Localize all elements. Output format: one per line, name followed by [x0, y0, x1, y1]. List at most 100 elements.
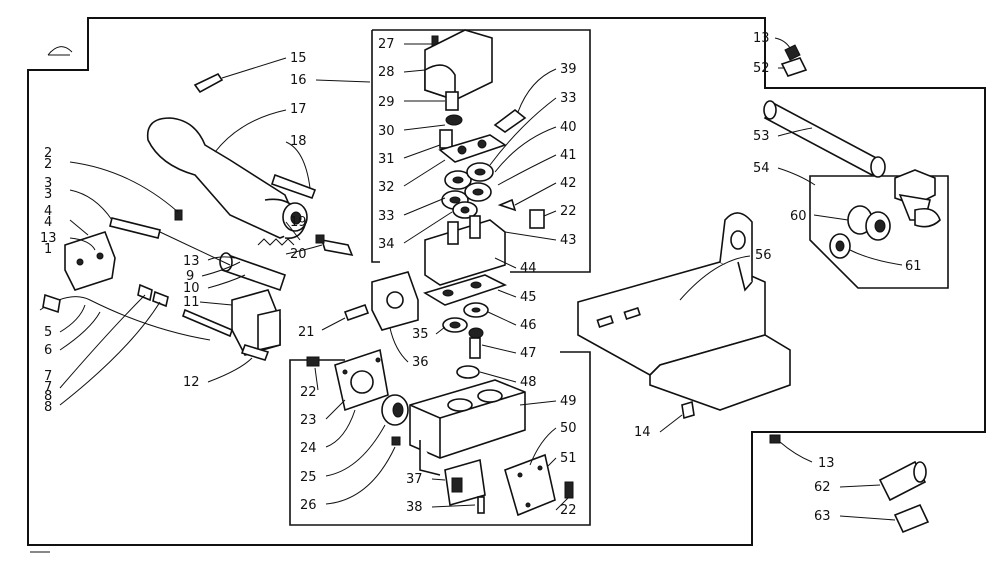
part-label-l21: 21 [298, 325, 315, 340]
part-29 [404, 91, 459, 111]
part-label-l3b: 3 [44, 187, 52, 202]
part-label-l30: 30 [378, 124, 395, 139]
part-label-l51: 51 [560, 451, 577, 466]
part-label-l44: 44 [520, 261, 537, 276]
part-label-l35: 35 [412, 327, 429, 342]
part-label-l40: 40 [560, 120, 577, 135]
part-label-l4a: 4 [44, 204, 52, 219]
part-label-l20: 20 [290, 247, 307, 262]
part-label-l24: 24 [300, 441, 317, 456]
part-label-l32: 32 [378, 180, 395, 195]
part-label-l5: 5 [44, 325, 52, 340]
pin-20 [285, 234, 354, 257]
part-label-l8b: 8 [44, 400, 52, 415]
part-label-l41: 41 [560, 148, 577, 163]
part-label-l49: 49 [560, 394, 577, 409]
screw-22-top [529, 209, 557, 229]
clip-12 [207, 344, 270, 383]
part-48 [456, 365, 517, 383]
part-label-l13c: 13 [753, 31, 770, 46]
part-label-l8a: 8 [44, 389, 52, 404]
part-number-labels: 2728293031323334393340414222434445464748… [40, 31, 922, 524]
part-label-l34: 34 [378, 237, 395, 252]
plate-23 [325, 348, 389, 420]
cap-28 [403, 29, 493, 102]
part-label-l4b: 4 [44, 215, 52, 230]
part-label-l33a: 33 [378, 209, 395, 224]
part-label-l7a: 7 [44, 369, 52, 384]
part-label-l28: 28 [378, 65, 395, 80]
part-label-l2b: 2 [44, 157, 52, 172]
part-label-l63: 63 [814, 509, 831, 524]
part-label-l54: 54 [753, 161, 770, 176]
screw-14 [659, 400, 695, 433]
screw-38 [431, 496, 485, 514]
washer-30 [403, 114, 463, 131]
part-label-l29: 29 [378, 95, 395, 110]
part-label-l50: 50 [560, 421, 577, 436]
knob-25 [325, 394, 409, 477]
rod-7-8 [59, 283, 233, 406]
part-label-l62: 62 [814, 480, 831, 495]
screw-22-left [306, 356, 320, 391]
screw-2 [69, 161, 183, 221]
part-label-l12: 12 [183, 375, 200, 390]
gear-stack-33-41 [403, 97, 557, 244]
screw-13-right [769, 434, 813, 463]
part-label-l13a: 13 [40, 231, 57, 246]
tube-11 [199, 289, 281, 356]
bracket-32 [403, 134, 507, 187]
pin-42 [497, 182, 557, 212]
wing-nut-54 [777, 167, 941, 228]
cylinder-62 [839, 460, 927, 502]
part-label-l22b: 22 [560, 503, 577, 518]
part-label-l7b: 7 [44, 380, 52, 395]
part-label-l37: 37 [406, 472, 423, 487]
cap-61 [829, 233, 903, 266]
part-label-l60: 60 [790, 209, 807, 224]
part-label-l48: 48 [520, 375, 537, 390]
part-label-l52: 52 [753, 61, 770, 76]
housing-44 [424, 215, 557, 286]
part-label-l61: 61 [905, 259, 922, 274]
center-upper-box [372, 29, 591, 273]
part-26 [325, 436, 401, 505]
nozzle-60 [813, 205, 891, 241]
part-15 [193, 57, 287, 94]
part-label-l46: 46 [520, 318, 537, 333]
part-label-l47: 47 [520, 346, 537, 361]
part-label-l16: 16 [290, 73, 307, 88]
part-label-l10: 10 [183, 281, 200, 296]
gasket-24 [325, 409, 356, 448]
rod-3 [69, 189, 231, 266]
part-label-l19: 19 [290, 215, 307, 230]
part-label-l42: 42 [560, 176, 577, 191]
clip-39 [493, 68, 557, 133]
handle-17 [146, 109, 308, 240]
part-label-l31: 31 [378, 152, 395, 167]
part-label-l38: 38 [406, 500, 423, 515]
tube-9-10 [219, 252, 287, 292]
block-37 [431, 458, 486, 507]
part-label-l43: 43 [560, 233, 577, 248]
plate-45 [423, 274, 517, 306]
part-label-l1: 1 [44, 242, 52, 257]
valve-body-49 [409, 379, 557, 476]
page-outline [27, 17, 986, 546]
part-label-l26: 26 [300, 498, 317, 513]
part-label-l13d: 13 [818, 456, 835, 471]
cover-50 [504, 427, 557, 517]
clip-63 [839, 503, 930, 534]
screw-51-22 [547, 457, 574, 511]
tube-53 [763, 100, 886, 178]
washer-46 [463, 302, 517, 326]
part-label-l3a: 3 [44, 176, 52, 191]
screw-21 [321, 303, 370, 331]
spring-19 [257, 221, 301, 246]
part-label-l13b: 13 [183, 254, 200, 269]
part-label-l18: 18 [290, 134, 307, 149]
part-label-l9: 9 [186, 269, 194, 284]
bracket-36 [371, 271, 419, 363]
part-label-l22c: 22 [300, 385, 317, 400]
